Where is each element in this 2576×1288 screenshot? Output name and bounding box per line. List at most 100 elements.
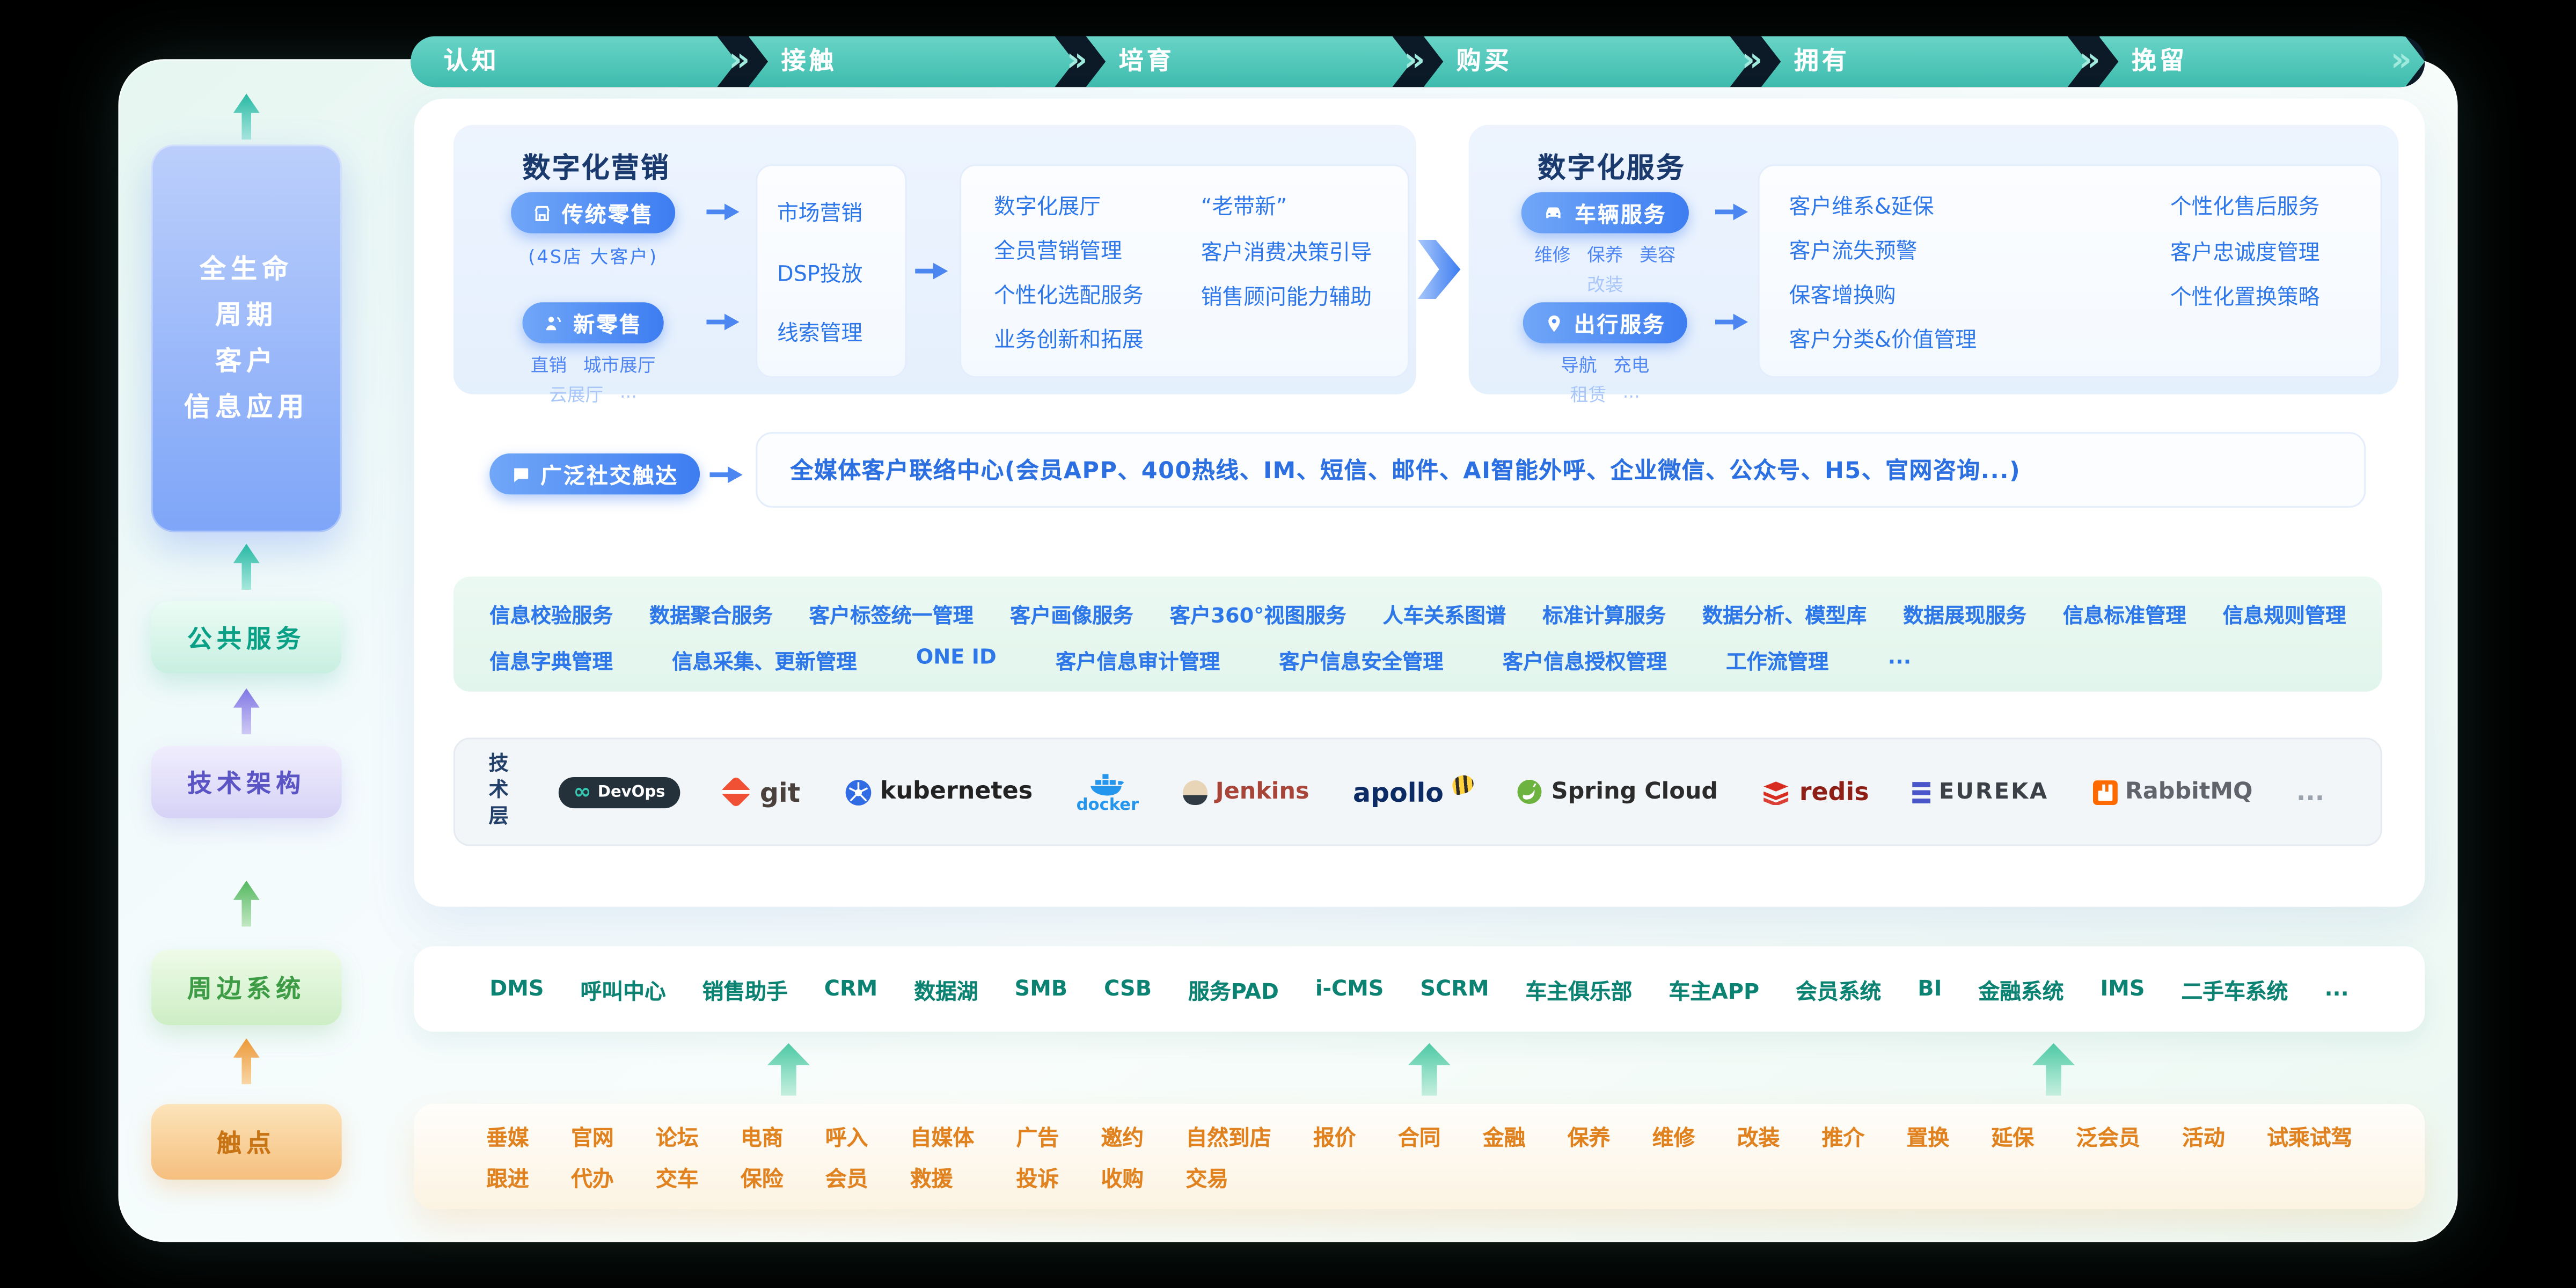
- apollo-logo: apollo: [1352, 773, 1475, 808]
- capability-item: 数字化展厅: [994, 195, 1101, 221]
- vehicle-service-pill: 车辆服务: [1522, 192, 1688, 233]
- peripheral-system-item: IMS: [2100, 976, 2145, 1001]
- storefront-icon: [535, 205, 550, 221]
- stage-segment: 认知 »: [411, 36, 750, 87]
- redis-stack-icon: [1764, 780, 1789, 804]
- devops-logo-label: DevOps: [597, 782, 665, 801]
- touchpoint-item: 呼入: [825, 1127, 868, 1152]
- data-service-item: 客户360°视图服务: [1169, 603, 1346, 628]
- new-retail-group: 新零售 直销城市展厅 云展厅...: [488, 302, 698, 407]
- tech-logos-row: ∞ DevOps git kubernetes docker Jenkins a…: [522, 770, 2380, 814]
- stage-segment: 购买 »: [1424, 36, 1763, 87]
- data-service-item: 客户画像服务: [1010, 603, 1133, 628]
- touchpoint-item: 电商: [740, 1127, 784, 1152]
- vehicle-service-group: 车辆服务 维修保养美容 改装: [1500, 192, 1710, 297]
- social-reach-label: 广泛社交触达: [540, 465, 679, 490]
- spring-leaf-icon: [1518, 780, 1542, 804]
- stage-segment: 挽留 »: [2099, 36, 2425, 87]
- stage-label: 购买: [1456, 46, 1512, 76]
- peripheral-system-item: i-CMS: [1315, 976, 1384, 1001]
- data-services-row1: 信息校验服务数据聚合服务客户标签统一管理客户画像服务客户360°视图服务人车关系…: [453, 576, 2382, 629]
- pill-sub-item: 导航: [1561, 355, 1597, 377]
- jenkins-logo-label: Jenkins: [1215, 779, 1309, 805]
- touchpoint-item: 泛会员: [2076, 1127, 2140, 1152]
- location-pin-icon: [1548, 314, 1560, 331]
- stage-segment-background: [1424, 36, 1750, 87]
- touchpoint-item: 收购: [1101, 1168, 1144, 1193]
- pill-sub-item: 充电: [1613, 355, 1650, 377]
- eureka-icon: [1913, 781, 1931, 803]
- touchpoint-item: 代办: [571, 1168, 614, 1193]
- capability-item: 个性化售后服务: [2170, 196, 2320, 221]
- service-capabilities-box: 客户维系&延保客户流失预警保客增换购客户分类&价值管理 个性化售后服务客户忠诚度…: [1758, 164, 2382, 378]
- touchpoint-item: 自媒体: [910, 1127, 975, 1152]
- capability-item: 业务创新和拓展: [994, 328, 1144, 354]
- touchpoint-item: 试乘试驾: [2267, 1127, 2353, 1152]
- data-service-item: 客户信息授权管理: [1502, 649, 1667, 674]
- travel-service-label: 出行服务: [1574, 313, 1666, 339]
- service-capabilities-col1: 客户维系&延保客户流失预警保客增换购客户分类&价值管理: [1789, 182, 2170, 360]
- touchpoint-item: 报价: [1313, 1127, 1356, 1152]
- new-retail-sub-row1: 直销城市展厅: [531, 352, 656, 378]
- touchpoint-item: 自然到店: [1185, 1127, 1271, 1152]
- customer-journey-stage-bar: 认知 » 接触 » 培育 » 购买 » 拥有: [411, 36, 2425, 87]
- pill-sub-item: ...: [1622, 381, 1640, 402]
- stage-label: 接触: [781, 46, 837, 76]
- peripheral-system-item: CSB: [1104, 976, 1152, 1001]
- data-service-item: 信息字典管理: [489, 649, 613, 674]
- touchpoint-item: 置换: [1906, 1127, 1950, 1152]
- peripheral-system-item: 呼叫中心: [580, 980, 666, 1005]
- touchpoint-item: 交易: [1185, 1168, 1229, 1193]
- car-icon: [1547, 207, 1562, 218]
- new-retail-sub-row2: 云展厅...: [549, 381, 637, 407]
- stage-chevron-icon: »: [1741, 39, 1763, 79]
- touchpoint-item: 会员: [825, 1168, 868, 1193]
- lifecycle-line: 周期: [215, 299, 278, 331]
- peripheral-system-item: 车主俱乐部: [1525, 980, 1633, 1005]
- stage-segment: 培育 »: [1086, 36, 1425, 87]
- touchpoint-item: 救援: [910, 1168, 953, 1193]
- apollo-logo-label: apollo: [1352, 776, 1444, 808]
- pill-sub-item: 云展厅: [549, 384, 604, 406]
- data-service-item: 数据聚合服务: [649, 603, 773, 628]
- peripheral-system-item: 金融系统: [1978, 980, 2064, 1005]
- peripheral-system-item: 会员系统: [1796, 980, 1882, 1005]
- touchpoint-item: 跟进: [486, 1168, 529, 1193]
- traditional-retail-pill: 传统零售: [510, 192, 676, 233]
- vehicle-service-sub-row2: 改装: [1587, 271, 1623, 297]
- stage-segment-background: [1086, 36, 1412, 87]
- funnel-item: 市场营销: [777, 201, 863, 226]
- data-service-item: 客户信息安全管理: [1279, 649, 1444, 674]
- touchpoint-item: 广告: [1016, 1127, 1059, 1152]
- pill-sub-item: 租赁: [1570, 384, 1607, 406]
- peripheral-system-item: 销售助手: [702, 980, 788, 1005]
- eureka-logo-label: EUREKA: [1939, 779, 2049, 805]
- marketing-capabilities-col1: 数字化展厅全员营销管理个性化选配服务业务创新和拓展: [994, 182, 1201, 360]
- stage-segment: 接触 »: [748, 36, 1088, 87]
- kubernetes-logo: kubernetes: [844, 778, 1033, 806]
- peripheral-system-item: SMB: [1014, 976, 1068, 1001]
- peripheral-system-item: SCRM: [1420, 976, 1489, 1001]
- touchpoint-item: 延保: [1991, 1127, 2035, 1152]
- rabbitmq-logo-label: RabbitMQ: [2125, 779, 2253, 805]
- omni-channel-contact-text: 全媒体客户联络中心(会员APP、400热线、IM、短信、邮件、AI智能外呼、企业…: [790, 458, 2021, 485]
- eureka-logo: EUREKA: [1913, 779, 2048, 805]
- pill-sub-item: 保养: [1587, 245, 1623, 266]
- capability-item: 客户忠诚度管理: [2170, 241, 2320, 266]
- pill-sub-item: 美容: [1640, 245, 1676, 266]
- data-service-item: 数据分析、模型库: [1702, 603, 1867, 628]
- data-service-item: 工作流管理: [1726, 649, 1829, 674]
- touchpoint-item: 金融: [1482, 1127, 1526, 1152]
- data-service-item: ONE ID: [916, 644, 997, 669]
- funnel-item: DSP投放: [777, 262, 863, 287]
- capability-item: 客户流失预警: [1789, 239, 1918, 265]
- touchpoint-item: 邀约: [1101, 1127, 1144, 1152]
- new-retail-pill: 新零售: [522, 302, 664, 343]
- peripheral-system-item: 车主APP: [1668, 980, 1760, 1005]
- stage-label: 认知: [443, 46, 500, 76]
- new-retail-label: 新零售: [573, 313, 642, 339]
- traditional-retail-label: 传统零售: [561, 203, 654, 229]
- touchpoint-item: 保险: [740, 1168, 784, 1193]
